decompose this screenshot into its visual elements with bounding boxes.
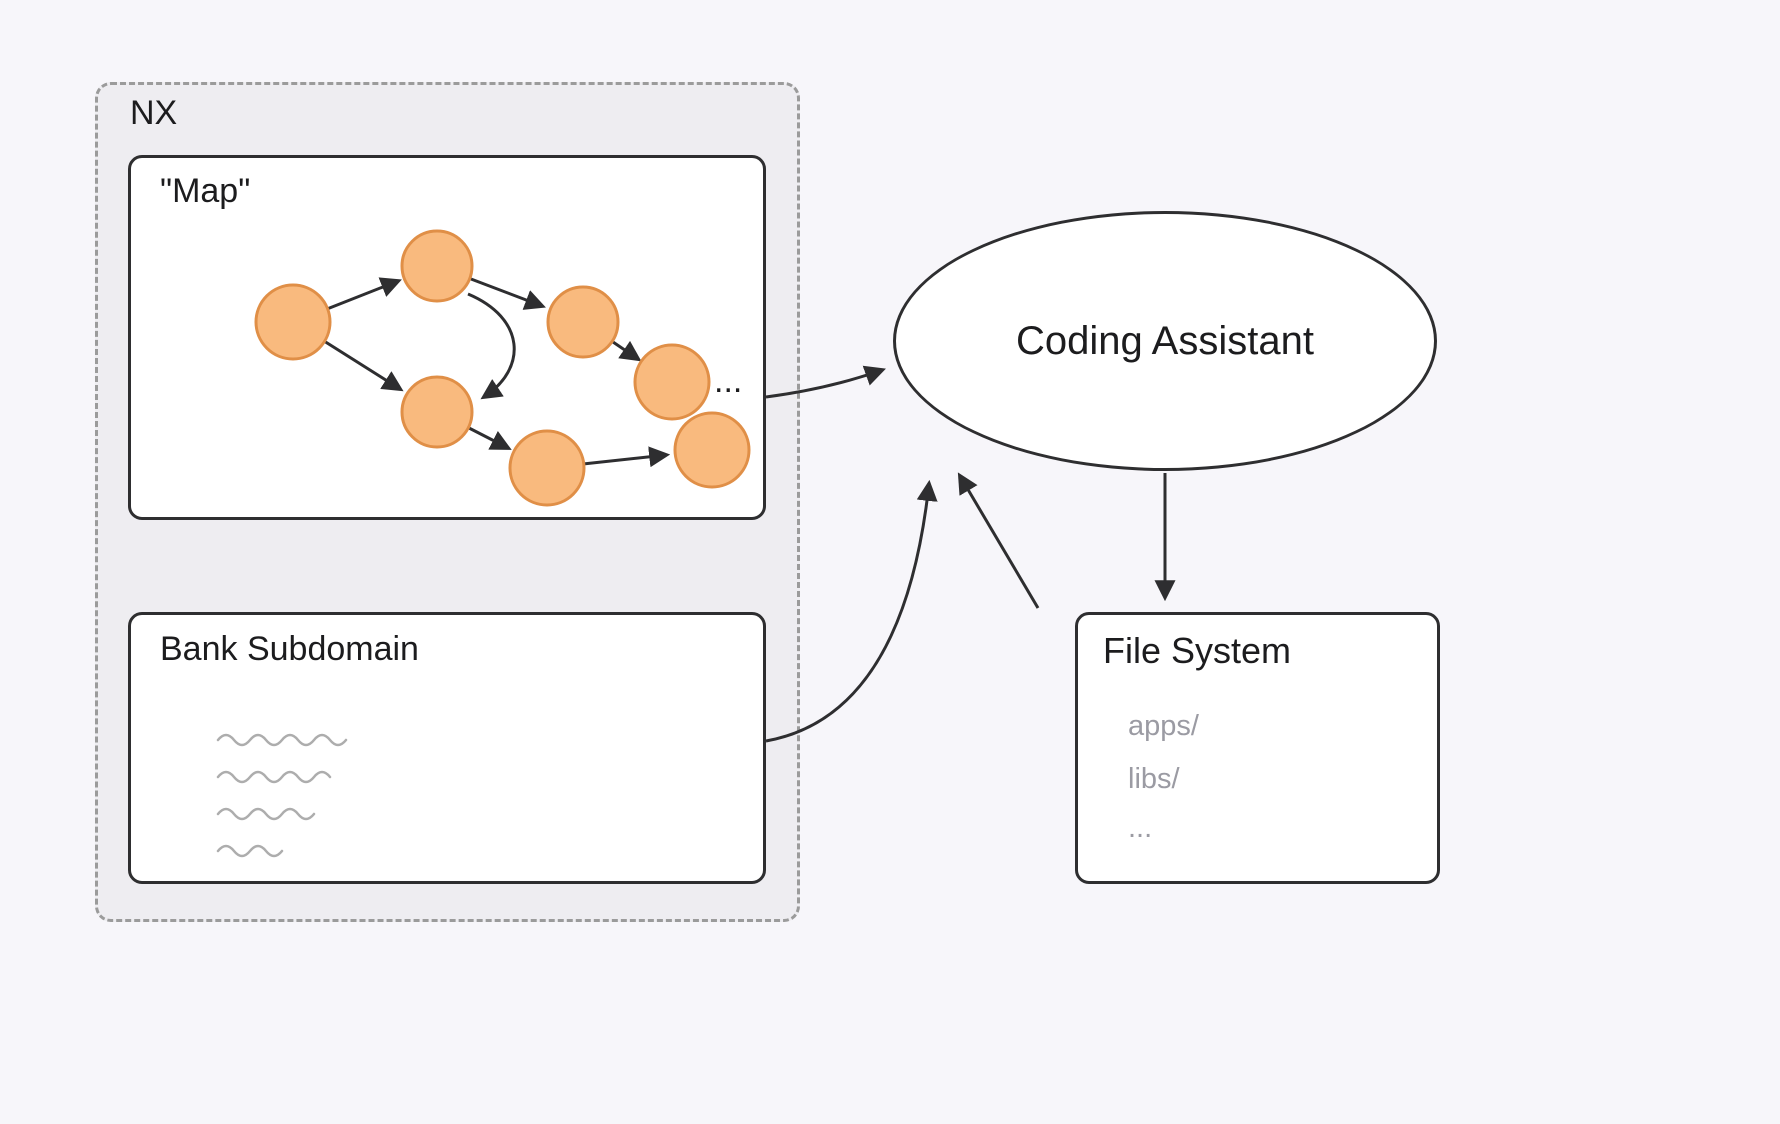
- nx-group-label: NX: [130, 94, 178, 132]
- map-box-title: "Map": [160, 172, 251, 210]
- file-system-item-libs: libs/: [1128, 763, 1180, 795]
- bank-subdomain-title: Bank Subdomain: [160, 630, 419, 668]
- coding-assistant-ellipse: Coding Assistant: [893, 211, 1437, 471]
- file-system-item-apps: apps/: [1128, 710, 1199, 742]
- file-system-box: [1075, 612, 1440, 884]
- file-system-item-ellipsis: ...: [1128, 812, 1153, 844]
- coding-assistant-label: Coding Assistant: [1016, 318, 1314, 363]
- map-graph-ellipsis: ...: [714, 362, 743, 400]
- arrow-filesystem-to-assistant: [957, 472, 1040, 609]
- bank-subdomain-box: [128, 612, 766, 884]
- file-system-title: File System: [1103, 630, 1292, 671]
